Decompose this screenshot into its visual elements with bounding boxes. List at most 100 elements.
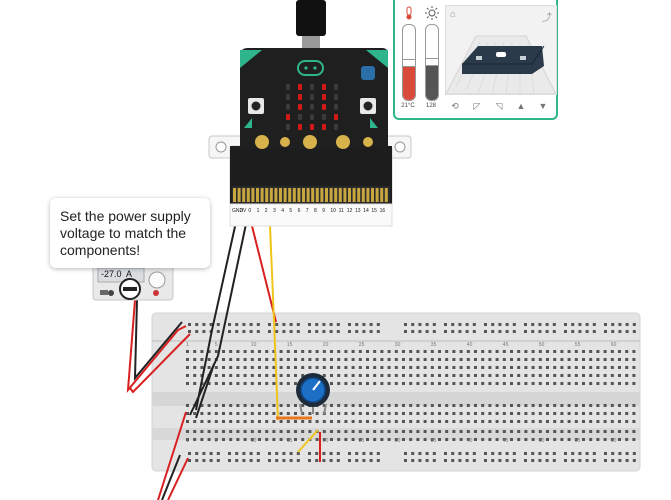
breadboard-hole[interactable]: [582, 430, 585, 433]
breadboard-hole[interactable]: [451, 452, 455, 455]
breadboard-hole[interactable]: [409, 438, 413, 441]
breadboard-hole[interactable]: [444, 452, 447, 455]
breadboard-hole[interactable]: [466, 350, 470, 353]
breadboard-hole[interactable]: [524, 330, 527, 333]
breadboard-hole[interactable]: [243, 430, 247, 433]
breadboard-hole[interactable]: [474, 404, 477, 407]
breadboard-hole[interactable]: [596, 366, 600, 369]
breadboard-hole[interactable]: [632, 358, 636, 361]
breadboard-hole[interactable]: [625, 382, 629, 385]
breadboard-hole[interactable]: [236, 382, 240, 385]
breadboard-hole[interactable]: [571, 452, 575, 455]
breadboard-hole[interactable]: [380, 382, 384, 385]
breadboard-hole[interactable]: [409, 420, 413, 423]
breadboard-hole[interactable]: [200, 438, 204, 441]
breadboard-hole[interactable]: [438, 430, 441, 433]
breadboard-hole[interactable]: [517, 420, 521, 423]
breadboard-hole[interactable]: [552, 323, 556, 326]
breadboard-hole[interactable]: [279, 420, 283, 423]
breadboard-hole[interactable]: [582, 404, 585, 407]
breadboard-hole[interactable]: [243, 438, 247, 441]
breadboard-hole[interactable]: [207, 438, 211, 441]
breadboard-hole[interactable]: [222, 430, 225, 433]
breadboard-hole[interactable]: [366, 412, 369, 415]
breadboard-hole[interactable]: [560, 374, 564, 377]
breadboard-hole[interactable]: [376, 459, 380, 462]
breadboard-hole[interactable]: [510, 382, 513, 385]
breadboard-hole[interactable]: [294, 404, 297, 407]
breadboard-hole[interactable]: [249, 330, 253, 333]
breadboard-hole[interactable]: [418, 452, 422, 455]
breadboard-hole[interactable]: [344, 366, 348, 369]
breadboard-hole[interactable]: [603, 358, 607, 361]
breadboard-hole[interactable]: [242, 459, 246, 462]
breadboard-hole[interactable]: [531, 350, 535, 353]
breadboard-hole[interactable]: [524, 459, 527, 462]
breadboard-hole[interactable]: [596, 430, 600, 433]
breadboard-hole[interactable]: [272, 382, 276, 385]
breadboard-hole[interactable]: [502, 358, 506, 361]
breadboard-hole[interactable]: [553, 358, 557, 361]
breadboard-hole[interactable]: [432, 330, 436, 333]
breadboard-hole[interactable]: [538, 404, 542, 407]
breadboard-hole[interactable]: [596, 404, 600, 407]
breadboard-hole[interactable]: [582, 358, 585, 361]
breadboard-hole[interactable]: [474, 366, 477, 369]
breadboard-hole[interactable]: [358, 438, 362, 441]
breadboard-hole[interactable]: [222, 412, 225, 415]
breadboard-hole[interactable]: [351, 430, 355, 433]
breadboard-hole[interactable]: [330, 430, 333, 433]
breadboard-hole[interactable]: [545, 330, 549, 333]
breadboard-hole[interactable]: [632, 323, 636, 326]
breadboard-hole[interactable]: [272, 404, 276, 407]
breadboard-hole[interactable]: [552, 452, 556, 455]
breadboard-hole[interactable]: [574, 358, 578, 361]
breadboard-hole[interactable]: [258, 358, 261, 361]
microbit-board[interactable]: [240, 48, 388, 149]
breadboard-hole[interactable]: [625, 374, 629, 377]
breadboard-hole[interactable]: [452, 358, 456, 361]
breadboard-hole[interactable]: [186, 358, 189, 361]
breadboard-hole[interactable]: [498, 323, 502, 326]
breadboard-hole[interactable]: [235, 330, 239, 333]
breadboard-hole[interactable]: [603, 438, 607, 441]
breadboard-hole[interactable]: [632, 459, 636, 462]
breadboard-hole[interactable]: [362, 323, 366, 326]
breadboard-hole[interactable]: [308, 452, 311, 455]
breadboard-hole[interactable]: [416, 382, 420, 385]
breadboard-hole[interactable]: [452, 412, 456, 415]
breadboard-hole[interactable]: [618, 350, 621, 353]
breadboard-hole[interactable]: [632, 350, 636, 353]
breadboard-hole[interactable]: [200, 404, 204, 407]
breadboard-hole[interactable]: [430, 374, 434, 377]
breadboard-hole[interactable]: [411, 459, 415, 462]
breadboard-hole[interactable]: [380, 350, 384, 353]
breadboard-hole[interactable]: [430, 412, 434, 415]
breadboard-hole[interactable]: [243, 374, 247, 377]
breadboard-hole[interactable]: [481, 404, 485, 407]
breadboard-hole[interactable]: [618, 412, 621, 415]
breadboard-hole[interactable]: [603, 420, 607, 423]
breadboard-hole[interactable]: [282, 323, 286, 326]
breadboard-hole[interactable]: [301, 358, 305, 361]
breadboard-hole[interactable]: [373, 420, 377, 423]
breadboard-hole[interactable]: [491, 452, 495, 455]
breadboard-hole[interactable]: [505, 330, 509, 333]
breadboard-hole[interactable]: [553, 374, 557, 377]
breadboard-hole[interactable]: [294, 374, 297, 377]
breadboard-hole[interactable]: [322, 358, 326, 361]
breadboard-hole[interactable]: [242, 452, 246, 455]
breadboard-hole[interactable]: [330, 382, 333, 385]
breadboard-hole[interactable]: [409, 350, 413, 353]
breadboard-hole[interactable]: [315, 358, 319, 361]
breadboard-hole[interactable]: [249, 323, 253, 326]
button-a[interactable]: [248, 98, 264, 114]
breadboard-hole[interactable]: [348, 330, 351, 333]
breadboard-hole[interactable]: [308, 412, 312, 415]
breadboard-hole[interactable]: [481, 412, 485, 415]
breadboard-hole[interactable]: [265, 420, 269, 423]
breadboard-hole[interactable]: [289, 459, 293, 462]
breadboard-hole[interactable]: [430, 404, 434, 407]
breadboard-hole[interactable]: [366, 374, 369, 377]
breadboard-hole[interactable]: [286, 404, 290, 407]
